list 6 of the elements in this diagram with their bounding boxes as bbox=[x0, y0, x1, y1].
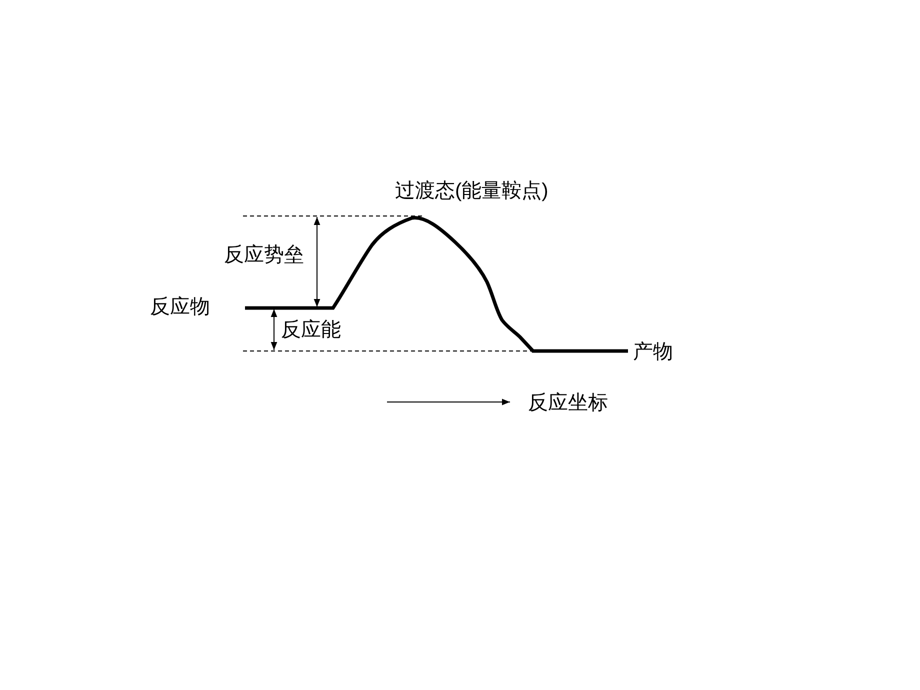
text-label: 反应势垒 bbox=[224, 243, 304, 267]
text-label: 过渡态(能量鞍点) bbox=[395, 179, 548, 203]
text-label: 反应物 bbox=[150, 295, 210, 319]
text-label: 产物 bbox=[633, 340, 673, 364]
text-label: 反应能 bbox=[281, 318, 341, 342]
axis-label: 反应坐标 bbox=[528, 391, 608, 415]
